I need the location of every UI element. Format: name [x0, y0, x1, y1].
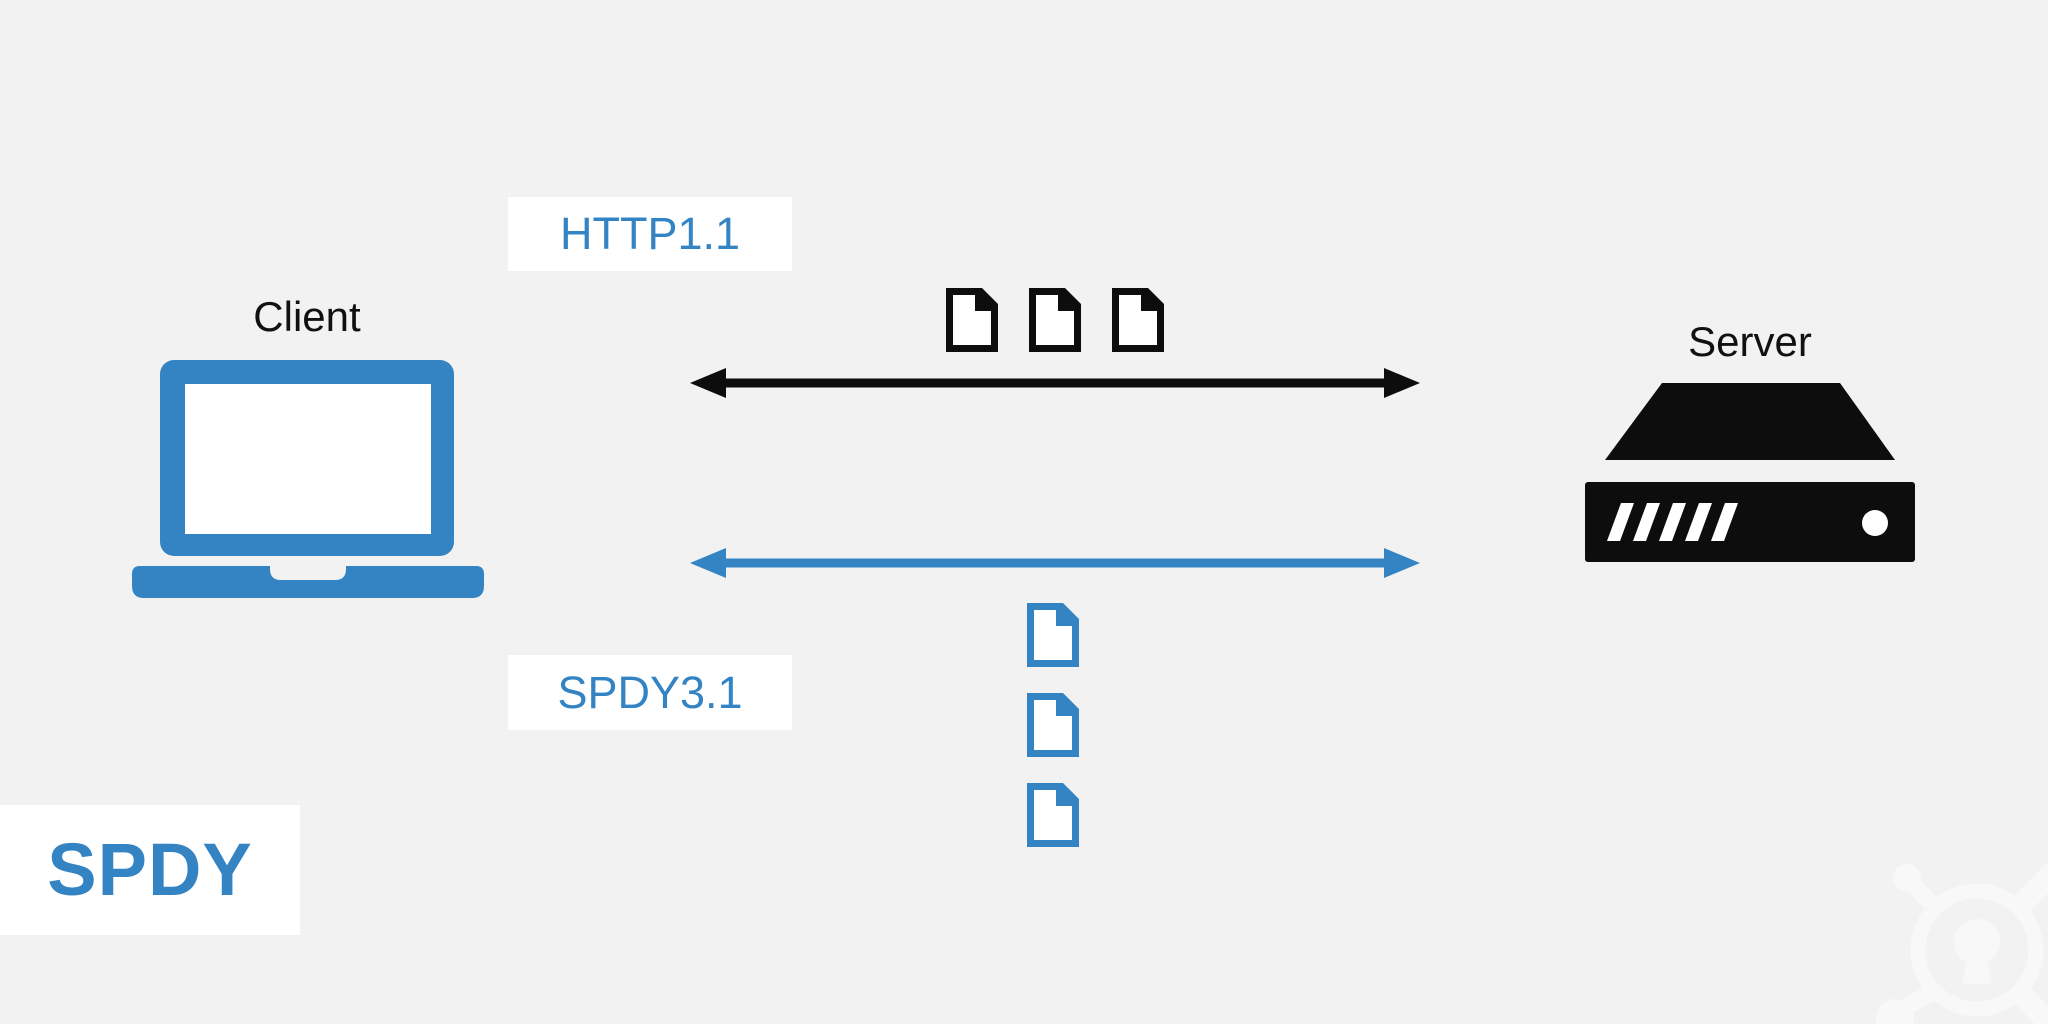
server-label: Server	[1688, 318, 1812, 365]
document-icon	[1027, 603, 1079, 667]
keyhole-sprocket-logo-watermark	[1876, 861, 2048, 1024]
title-box: SPDY	[0, 805, 300, 935]
document-icon	[946, 288, 998, 352]
document-icon	[1027, 783, 1079, 847]
page-title: SPDY	[47, 828, 253, 911]
spdy-protocol-label: SPDY3.1	[508, 655, 792, 730]
http-double-arrow	[690, 368, 1420, 398]
client-label: Client	[253, 293, 361, 340]
server-icon	[1585, 383, 1915, 562]
document-icon	[1027, 693, 1079, 757]
spdy-documents	[1027, 603, 1079, 847]
http-documents	[946, 288, 1164, 352]
document-icon	[1112, 288, 1164, 352]
document-icon	[1029, 288, 1081, 352]
laptop-icon	[132, 360, 484, 598]
spdy-double-arrow	[690, 548, 1420, 578]
http-protocol-label: HTTP1.1	[508, 197, 792, 271]
